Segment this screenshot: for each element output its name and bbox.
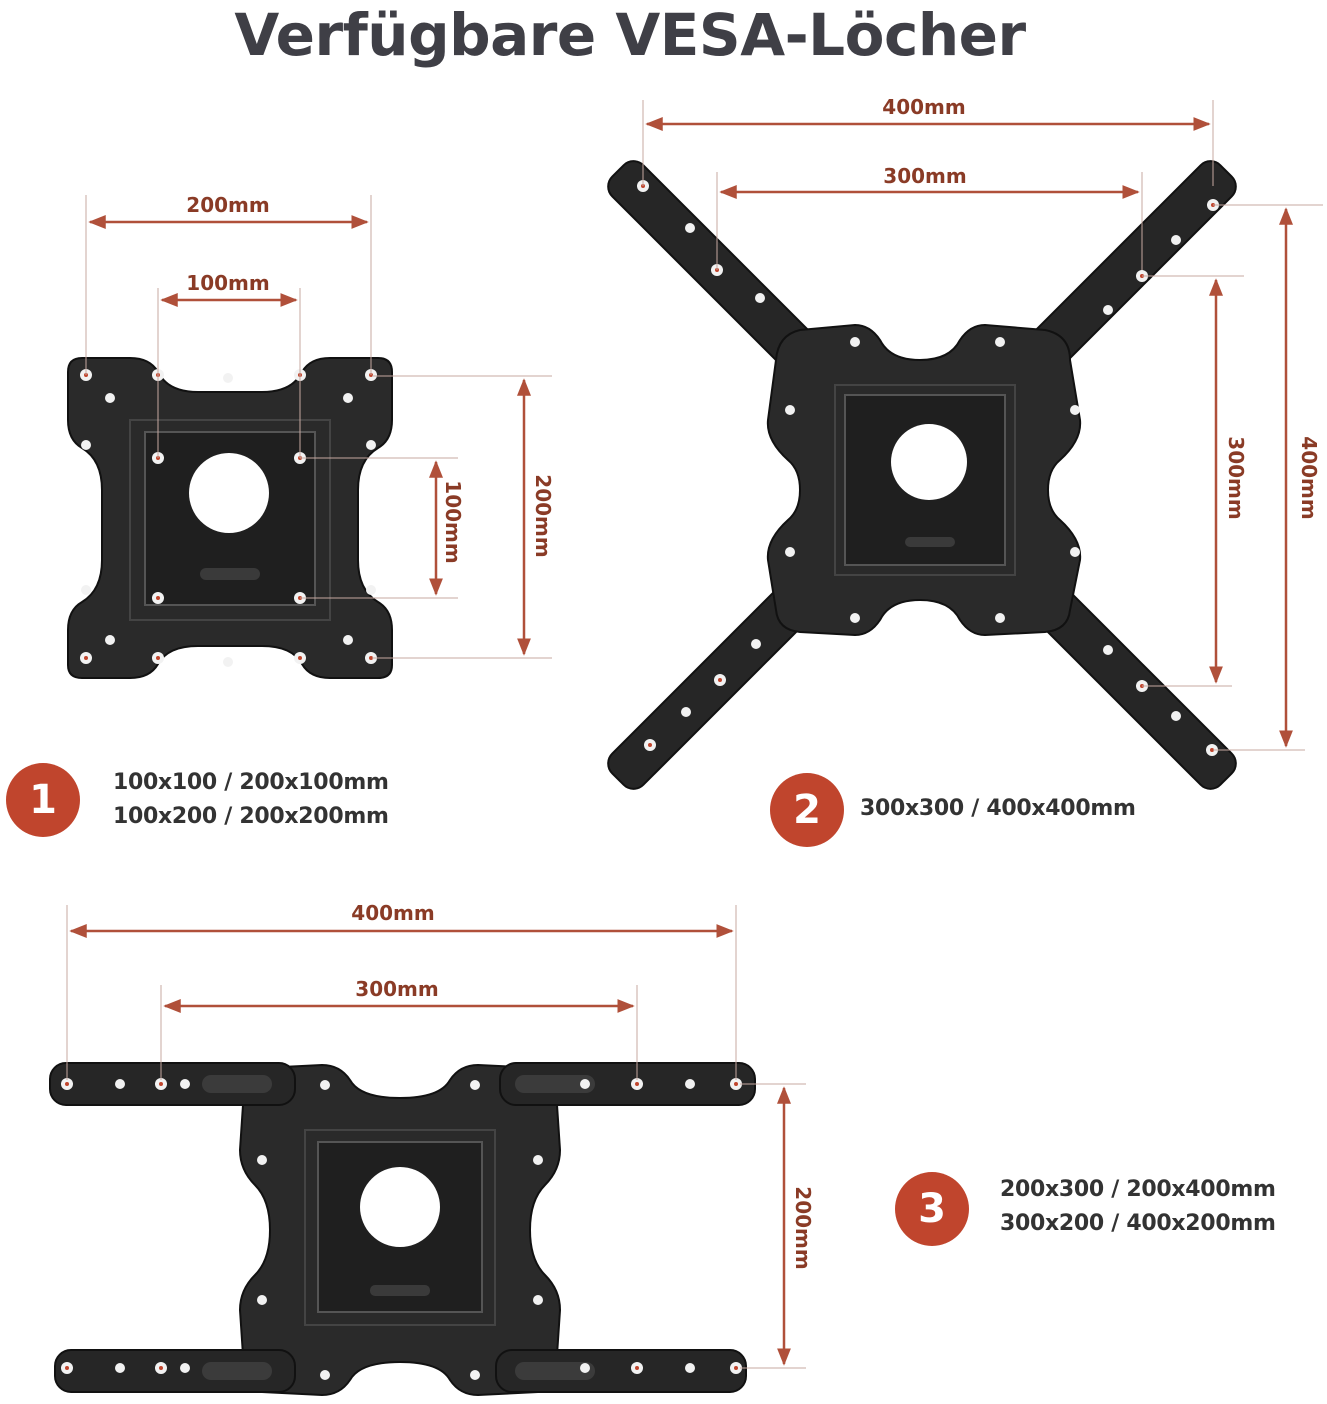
mount-hole xyxy=(1171,711,1181,721)
option-badge-1: 1 xyxy=(6,763,80,837)
mount-hole xyxy=(105,635,115,645)
mount-hole xyxy=(751,639,761,649)
option-2-caption: 300x300 / 400x400mm xyxy=(860,792,1136,826)
mount-hole xyxy=(180,1079,190,1089)
option-badge-3: 3 xyxy=(895,1172,969,1246)
vesa-hole-marker xyxy=(635,1082,639,1086)
option-1-line-1: 100x100 / 200x100mm xyxy=(113,770,389,795)
mount-hole xyxy=(533,1295,543,1305)
mount-hole xyxy=(755,293,765,303)
mount-hole xyxy=(81,585,91,595)
vesa-hole-marker xyxy=(734,1082,738,1086)
mount-hole xyxy=(366,585,376,595)
mount-hole xyxy=(470,1370,480,1380)
mount1-side-outer-label: 200mm xyxy=(531,474,555,557)
mount-hole xyxy=(1103,305,1113,315)
mount3-dimensions: 400mm 300mm 200mm xyxy=(66,901,815,1369)
mount-plate-1 xyxy=(67,357,393,679)
option-1-caption: 100x100 / 200x100mm 100x200 / 200x200mm xyxy=(113,766,389,834)
mount-hole xyxy=(320,1370,330,1380)
mount-hole xyxy=(105,393,115,403)
vesa-hole-marker xyxy=(1210,748,1214,752)
mount1-side-inner-label: 100mm xyxy=(441,480,465,563)
mount-plate-3 xyxy=(49,1062,756,1397)
mount1-top-inner-label: 100mm xyxy=(186,271,269,295)
vesa-hole-marker xyxy=(65,1082,69,1086)
mount-hole xyxy=(180,1363,190,1373)
vesa-hole-marker xyxy=(718,678,722,682)
mount3-holes xyxy=(61,1078,742,1380)
mount-hole xyxy=(850,337,860,347)
mount2-top-outer-label: 400mm xyxy=(882,95,965,119)
option-3-line-2: 300x200 / 400x200mm xyxy=(1000,1211,1276,1236)
option-1-line-2: 100x200 / 200x200mm xyxy=(113,804,389,829)
mount-hole xyxy=(1171,235,1181,245)
vesa-hole-marker xyxy=(65,1366,69,1370)
mount-hole xyxy=(533,1155,543,1165)
mount-hole xyxy=(343,393,353,403)
mount-hole xyxy=(995,337,1005,347)
mount-hole xyxy=(343,635,353,645)
vesa-hole-marker xyxy=(635,1366,639,1370)
vesa-hole-marker xyxy=(369,656,373,660)
mount-hole xyxy=(580,1363,590,1373)
mount-hole xyxy=(81,440,91,450)
page-title: Verfügbare VESA-Löcher xyxy=(234,1,1026,69)
mount-hole xyxy=(580,1079,590,1089)
mount3-top-inner-label: 300mm xyxy=(355,977,438,1001)
mount-hole xyxy=(685,1079,695,1089)
option-badge-2: 2 xyxy=(770,773,844,847)
mount-hole xyxy=(223,373,233,383)
mount1-holes xyxy=(80,369,377,667)
mount-plate-2 xyxy=(607,160,1237,790)
mount2-top-inner-label: 300mm xyxy=(883,164,966,188)
mount1-dimensions: 200mm 100mm 100mm 200mm xyxy=(85,193,555,659)
option-3-caption: 200x300 / 200x400mm 300x200 / 400x200mm xyxy=(1000,1173,1276,1241)
vesa-hole-marker xyxy=(84,656,88,660)
vesa-hole-marker xyxy=(159,1366,163,1370)
mount1-top-outer-label: 200mm xyxy=(186,193,269,217)
vesa-hole-marker xyxy=(156,656,160,660)
mount-hole xyxy=(681,707,691,717)
mount-hole xyxy=(785,405,795,415)
vesa-hole-marker xyxy=(734,1366,738,1370)
mount-hole xyxy=(1070,547,1080,557)
mount2-dimensions: 400mm 300mm 300mm 400mm xyxy=(642,95,1323,751)
mount-hole xyxy=(685,223,695,233)
mount-hole xyxy=(850,613,860,623)
mount2-side-outer-label: 400mm xyxy=(1297,436,1321,519)
mount-hole xyxy=(320,1080,330,1090)
mount-hole xyxy=(685,1363,695,1373)
mount-hole xyxy=(223,657,233,667)
mount-hole xyxy=(1070,405,1080,415)
mount-hole xyxy=(257,1295,267,1305)
vesa-hole-marker xyxy=(648,743,652,747)
mount-hole xyxy=(785,547,795,557)
mount-hole xyxy=(470,1080,480,1090)
vesa-hole-marker xyxy=(156,596,160,600)
mount3-side-label: 200mm xyxy=(791,1186,815,1269)
vesa-hole-marker xyxy=(298,656,302,660)
mount-hole xyxy=(1103,645,1113,655)
mount-hole xyxy=(115,1363,125,1373)
option-3-line-1: 200x300 / 200x400mm xyxy=(1000,1177,1276,1202)
mount-hole xyxy=(257,1155,267,1165)
vesa-hole-marker xyxy=(159,1082,163,1086)
mount-hole xyxy=(115,1079,125,1089)
mount2-side-inner-label: 300mm xyxy=(1224,436,1248,519)
option-2-line-1: 300x300 / 400x400mm xyxy=(860,796,1136,821)
mount-hole xyxy=(995,613,1005,623)
mount-hole xyxy=(366,440,376,450)
mount3-top-outer-label: 400mm xyxy=(351,901,434,925)
